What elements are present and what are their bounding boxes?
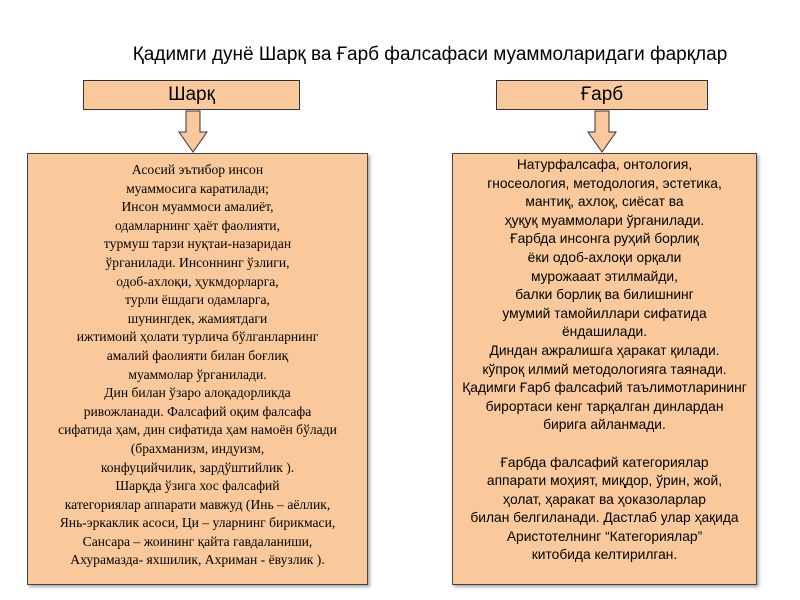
text-line: Асосий эътибор инсон bbox=[131, 162, 264, 177]
text-line: турли ёшдаги одамларга, bbox=[125, 292, 270, 308]
text-line: ривожланади. Фалсафий оқим фалсафа bbox=[83, 403, 312, 419]
text-line: билан белгиланади. Дастлаб улар ҳақида bbox=[470, 510, 739, 526]
east-header-label: Шарқ bbox=[168, 84, 215, 105]
text-line: гносеология, методология, эстетика, bbox=[487, 175, 722, 191]
west-text-lines: Натурфалсафа, онтология, гносеология, мет… bbox=[453, 156, 756, 435]
text-line: бирортаси кенг тарқалган динлардан bbox=[485, 398, 724, 414]
text-line: ҳуқуқ муаммолари ўрганилади. bbox=[504, 212, 705, 228]
text-line: китобида келтирилган. bbox=[531, 547, 678, 563]
east-text-lines: Асосий эътибор инсон муаммосига каратилад… bbox=[28, 161, 367, 570]
text-line: бирига айланмади. bbox=[543, 417, 666, 433]
text-line: Ахурамазда- яхшилик, Ахриман - ёвузлик )… bbox=[70, 552, 325, 568]
east-header-box: Шарқ bbox=[83, 80, 300, 110]
text-line: ўрганилади. Инсоннинг ўзлиги, bbox=[105, 254, 290, 270]
text-line: одоб-ахлоқи, ҳукмдорларга, bbox=[116, 273, 279, 289]
text-line: умумий тамойиллари сифатида bbox=[502, 305, 707, 321]
text-line: мантиқ, ахлоқ, сиёсат ва bbox=[525, 194, 684, 210]
text-line: (брахманизм, индуизм, bbox=[130, 440, 265, 456]
text-line: Ғарбда фалсафий категориялар bbox=[500, 454, 709, 470]
west-categories-text-lines: Ғарбда фалсафий категориялар аппарати моҳ… bbox=[453, 454, 756, 566]
text-line: Аристотелнинг “Категориялар” bbox=[506, 528, 703, 544]
text-line: мурожааат этилмайди, bbox=[531, 268, 678, 284]
text-line: категориялар аппарати мавжуд (Инь – аёлл… bbox=[64, 496, 331, 512]
paragraph-spacer bbox=[453, 435, 756, 454]
east-description-box: Асосий эътибор инсон муаммосига каратилад… bbox=[27, 153, 368, 585]
west-header-box: Ғарб bbox=[496, 80, 708, 110]
text-line: кўпроқ илмий методологияга таянади. bbox=[482, 361, 727, 377]
text-line: Диндан ажралишга ҳаракат қилади. bbox=[489, 342, 720, 358]
text-line: амалий фаолияти билан боғлиқ bbox=[106, 347, 289, 363]
text-line: аппарати моҳият, миқдор, ўрин, жой, bbox=[486, 473, 723, 489]
text-line: Янь-эркаклик асоси, Ци – уларнинг бирикм… bbox=[59, 515, 336, 531]
text-line: муаммолар ўрганилади. bbox=[128, 366, 267, 382]
text-line: ижтимоий ҳолати турлича бўлганларнинг bbox=[76, 329, 319, 345]
down-arrow-icon bbox=[178, 110, 208, 153]
text-line: ёки одоб-ахлоқи орқали bbox=[527, 249, 682, 265]
text-line: Сансара – жоининг қайта гавдаланиши, bbox=[82, 533, 313, 549]
text-line: ҳолат, ҳаракат ва ҳоказоларлар bbox=[503, 491, 706, 507]
text-line: сифатида ҳам, дин сифатида ҳам намоён бў… bbox=[58, 422, 337, 438]
text-line: турмуш тарзи нуқтаи-назаридан bbox=[103, 236, 292, 252]
text-line: Қадимги Ғарб фалсафий таълимотларининг bbox=[462, 380, 747, 396]
text-line: одамларнинг ҳаёт фаолияти, bbox=[115, 217, 280, 233]
down-arrow-icon bbox=[587, 110, 617, 153]
text-line: конфуцийчилик, зардўштийлик ). bbox=[100, 459, 295, 475]
text-line: ёндашилади. bbox=[561, 324, 648, 340]
west-description-box: Натурфалсафа, онтология, гносеология, мет… bbox=[452, 153, 757, 585]
text-line: Шарқда ўзига хос фалсафий bbox=[115, 478, 280, 494]
text-line: Натурфалсафа, онтология, bbox=[516, 157, 693, 172]
text-line: Дин билан ўзаро алоқадорликда bbox=[104, 385, 291, 401]
page-title: Қадимги дунё Шарқ ва Ғарб фалсафаси муам… bbox=[132, 44, 728, 65]
text-line: муаммосига каратилади; bbox=[126, 180, 269, 196]
text-line: балки борлиқ ва билишнинг bbox=[515, 287, 694, 303]
text-line: шунингдек, жамиятдаги bbox=[127, 310, 268, 326]
text-line: Ғарбда инсонга руҳий борлиқ bbox=[510, 231, 699, 247]
west-header-label: Ғарб bbox=[580, 84, 624, 105]
text-line: Инсон муаммоси амалиёт, bbox=[121, 199, 274, 215]
